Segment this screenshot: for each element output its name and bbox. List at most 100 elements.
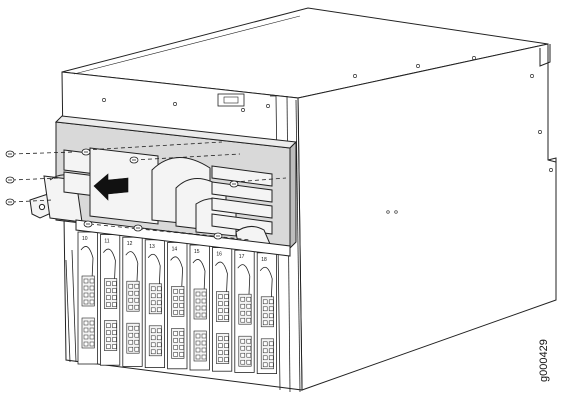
port [240,296,246,302]
port [128,283,134,289]
port-block [260,296,274,328]
port [112,281,117,286]
port [224,308,229,313]
port-block [81,317,95,349]
port [195,298,201,304]
port [128,339,134,345]
port [224,336,229,341]
direction-arrow [93,173,129,201]
port [112,323,117,328]
port [224,343,229,348]
port [173,331,178,336]
port [179,289,184,294]
port [246,310,252,316]
port-block [171,328,185,359]
port [195,347,201,353]
port [201,340,207,346]
port [218,343,223,348]
port [179,331,184,336]
port [262,313,268,319]
port [134,339,140,345]
port [106,302,111,307]
port [218,336,223,341]
chassis-label-plate [217,93,245,107]
screw [83,220,93,228]
port [83,299,89,305]
port [128,332,134,338]
port [150,307,156,313]
port [89,299,95,305]
port [262,320,268,326]
figure-id-label: g000429 [538,339,550,382]
port [201,333,207,339]
slot-number-label: 10 [82,236,88,242]
port [268,348,274,354]
port [134,325,140,331]
port-block [104,278,118,309]
port [195,340,201,346]
cable-manager [29,115,298,257]
port [150,286,156,292]
port [268,306,274,312]
port [134,283,140,289]
port [240,345,246,351]
port-block [81,275,95,307]
port [173,338,178,343]
port [112,330,117,335]
port [224,357,229,362]
line-card: 10 [77,231,98,365]
port [240,359,246,365]
chassis-holes [102,56,553,214]
port [83,334,89,340]
port [268,313,274,319]
port [134,304,140,310]
port [112,295,117,300]
line-card: 13 [144,239,165,369]
port-block [126,322,140,354]
port [128,325,134,331]
port [106,337,111,342]
line-card: 12 [122,236,143,367]
slot-number-label: 18 [261,257,267,263]
port [262,341,268,347]
port [246,317,252,323]
port [246,303,252,309]
slot-number-label: 15 [194,249,200,255]
port [195,291,201,297]
port [106,323,111,328]
port [173,296,178,301]
line-card: 11 [100,234,121,366]
port [83,292,89,298]
port [89,327,95,333]
port [134,346,140,352]
port [173,345,178,350]
chassis-side [297,43,557,391]
port [156,342,162,348]
port [240,303,246,309]
port [240,317,246,323]
port [201,354,207,360]
port [89,341,95,347]
port [179,352,184,357]
port-block [148,325,162,357]
port [156,335,162,341]
line-card: 15 [189,244,210,371]
port-block [238,335,252,367]
port [246,359,252,365]
port [150,300,156,306]
port [134,290,140,296]
port [268,362,274,368]
screw [133,224,143,232]
port [150,293,156,299]
port [195,312,201,318]
mounting-screws [5,141,287,241]
port [173,289,178,294]
port [246,352,252,358]
port [89,334,95,340]
port [106,330,111,335]
port [195,305,201,311]
screw [229,180,239,188]
line-card: 16 [211,247,233,372]
line-card: 18 [256,252,278,375]
